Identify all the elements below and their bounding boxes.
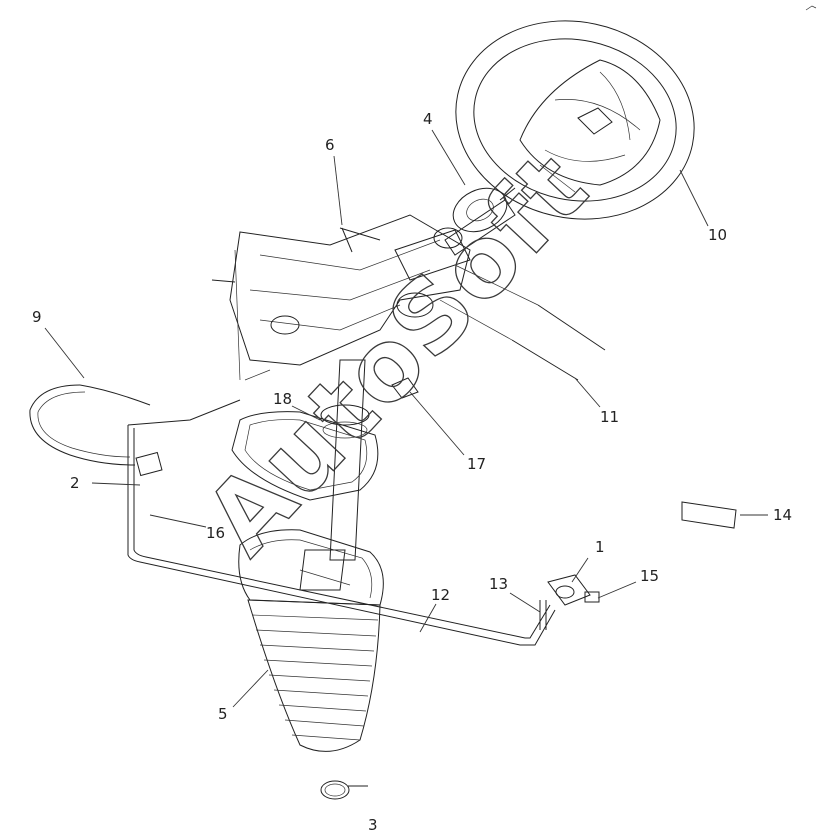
callout-11: 11 [600, 408, 619, 426]
harness-clip [539, 600, 547, 630]
bolt-small [341, 227, 353, 253]
steering-angle-sensor [547, 574, 591, 606]
callout-15: 15 [640, 567, 659, 585]
callout-12: 12 [431, 586, 450, 604]
label-plate [681, 501, 737, 529]
callout-labels: 1 2 3 4 5 6 9 10 11 12 13 14 15 16 17 18 [32, 110, 792, 834]
steering-wheel [455, 20, 695, 220]
callout-17: 17 [467, 455, 486, 473]
harness-connector [135, 451, 163, 477]
callout-9: 9 [32, 308, 42, 326]
callout-2: 2 [70, 474, 80, 492]
callout-10: 10 [708, 226, 727, 244]
callout-18: 18 [273, 390, 292, 408]
corner-mark [805, 5, 817, 11]
callout-13: 13 [489, 575, 508, 593]
callout-4: 4 [423, 110, 433, 128]
clock-spring-switch-unit [444, 187, 516, 256]
column-gaiter-boot [238, 529, 384, 752]
callout-1: 1 [595, 538, 605, 556]
callout-3: 3 [368, 816, 378, 834]
small-bracket [391, 377, 419, 399]
clamp-ring [320, 780, 368, 800]
column-mounting-bracket [211, 214, 471, 381]
callout-16: 16 [206, 524, 225, 542]
callout-6: 6 [325, 136, 335, 154]
sensor-connector [584, 591, 600, 603]
leader-lines [44, 129, 768, 708]
wiring-harness [29, 384, 556, 646]
column-seal-plate [231, 411, 379, 501]
callout-5: 5 [218, 705, 228, 723]
bolts [439, 264, 606, 381]
intermediate-shaft [299, 359, 370, 591]
callout-14: 14 [773, 506, 792, 524]
